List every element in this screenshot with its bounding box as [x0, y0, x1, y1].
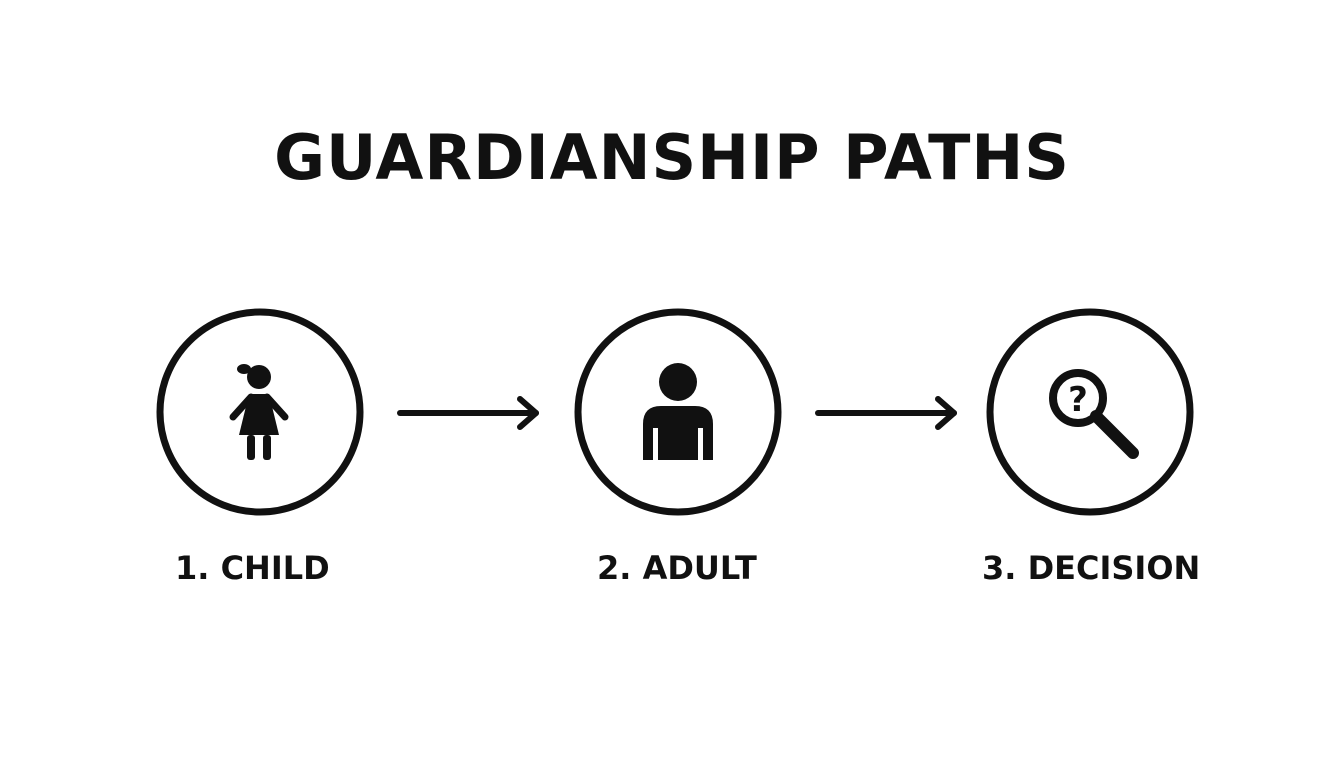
step-label-child: 1. CHILD [175, 549, 330, 587]
step-label-adult: 2. ADULT [597, 549, 757, 587]
diagram-title: GUARDIANSHIP PATHS [274, 121, 1070, 194]
arrow-right-icon [396, 393, 546, 433]
child-girl-icon [156, 308, 364, 516]
step-adult [573, 307, 783, 517]
arrow-right-icon [814, 393, 964, 433]
step-decision: ? [985, 307, 1195, 517]
adult-person-icon [574, 308, 782, 516]
question-mark-glyph: ? [1068, 380, 1088, 420]
step-child [155, 307, 365, 517]
step-label-decision: 3. DECISION [982, 549, 1201, 587]
magnifier-question-icon: ? [986, 308, 1194, 516]
